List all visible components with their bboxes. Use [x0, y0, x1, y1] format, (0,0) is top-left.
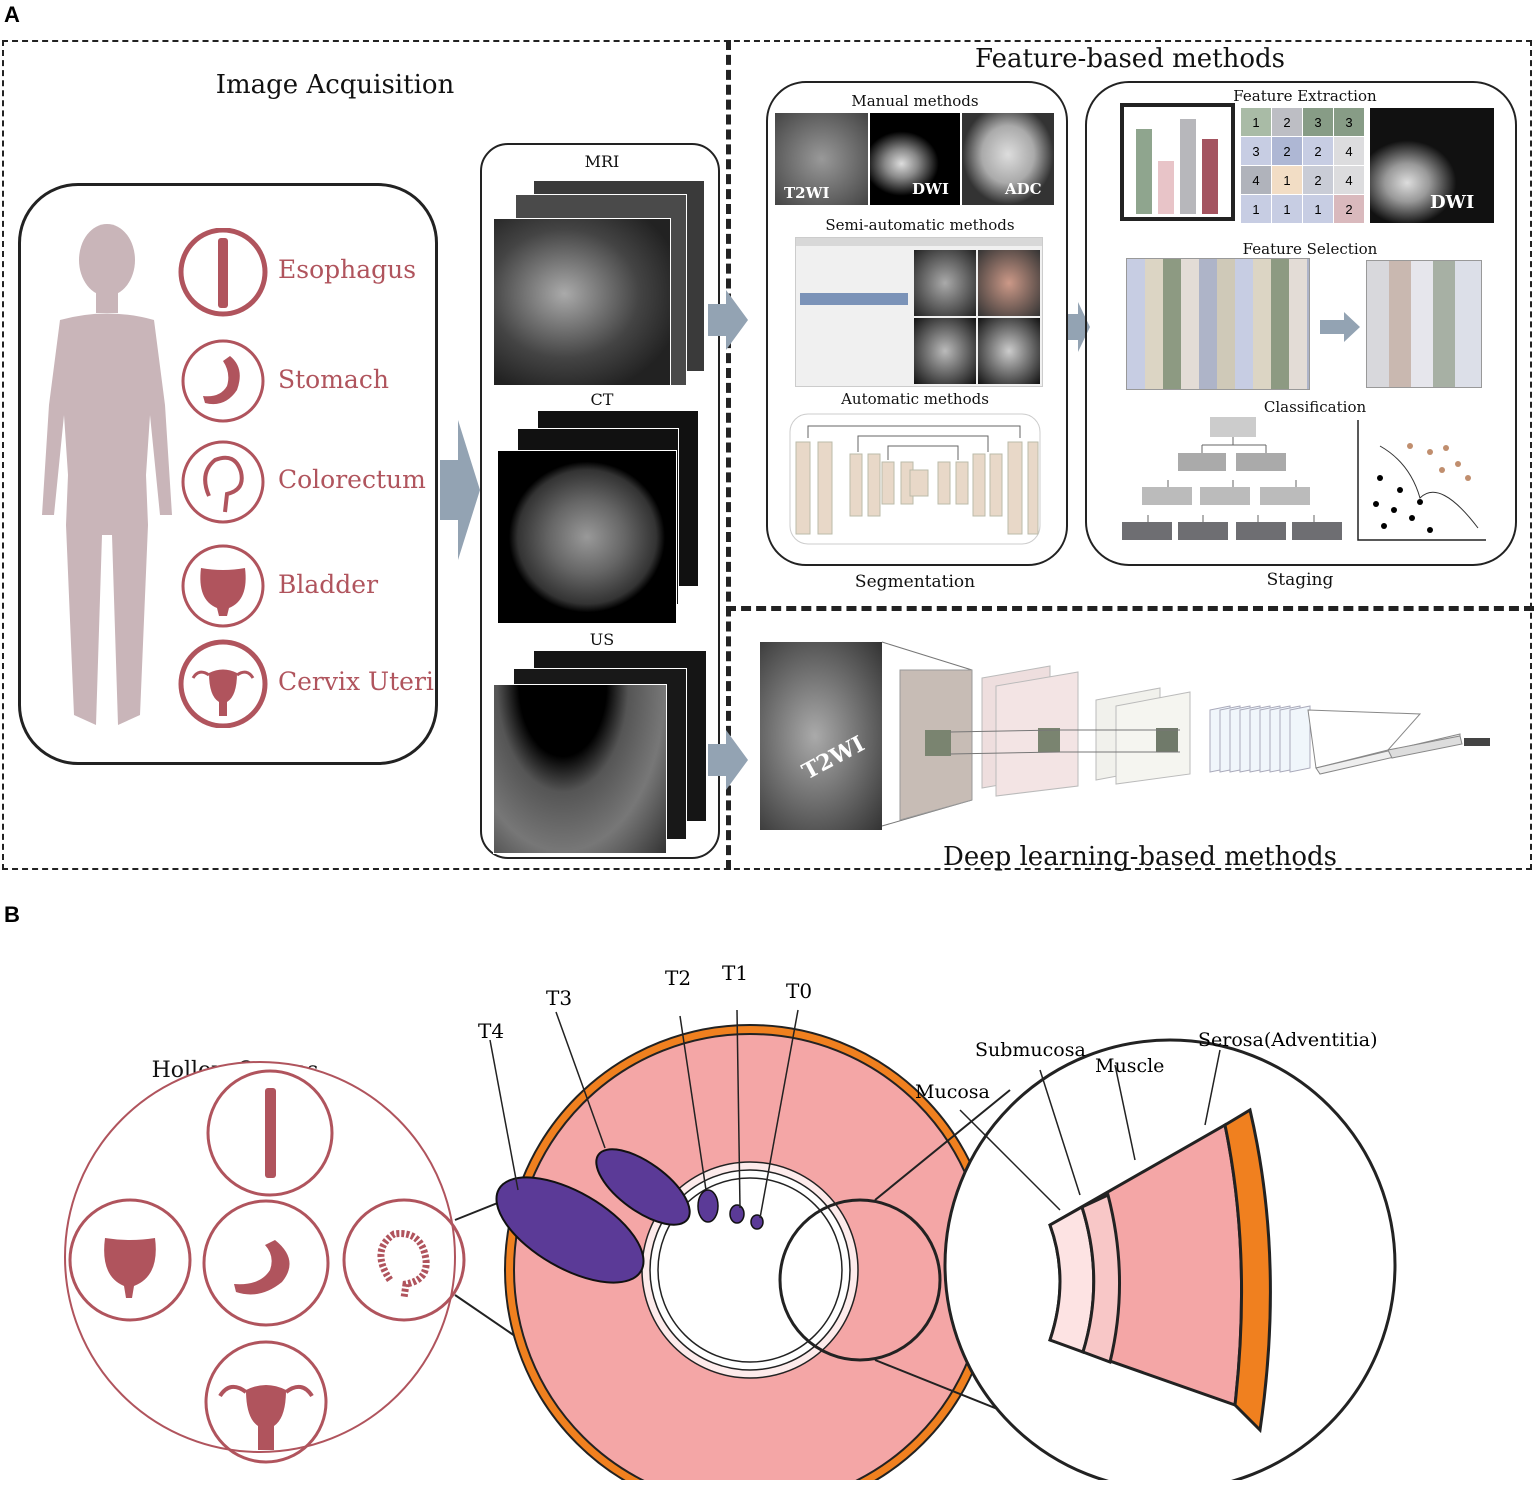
matrix-cell: 1 [1272, 166, 1302, 194]
arrow-icon [440, 420, 480, 560]
image-label-adc: ADC [1005, 180, 1042, 198]
image-label-t2wi: T2WI [784, 184, 830, 202]
acquisition-title: Image Acquisition [215, 70, 455, 100]
unet-diagram [789, 413, 1041, 545]
arrow-icon [1320, 312, 1360, 342]
colorectum-icon [181, 440, 265, 524]
classification-label: Classification [1263, 398, 1367, 416]
stage-label-t3: T3 [546, 986, 572, 1010]
layer-label-serosa: Serosa(Adventitia) [1198, 1029, 1378, 1051]
organ-label-colorectum: Colorectum [278, 465, 426, 494]
us-image-stack [493, 650, 711, 855]
stage-label-t0: T0 [786, 979, 812, 1003]
modality-box [480, 143, 720, 859]
feature-extraction-label: Feature Extraction [1233, 87, 1377, 105]
panel-a-letter: A [4, 2, 20, 27]
panel-a-frame [2, 40, 1532, 870]
human-silhouette-icon [42, 224, 172, 725]
matrix-cell: 4 [1241, 166, 1271, 194]
esophagus-icon [178, 228, 268, 317]
matrix-cell: 3 [1303, 108, 1333, 136]
automatic-methods-label: Automatic methods [841, 390, 989, 408]
feature-title: Feature-based methods [975, 44, 1285, 74]
manual-image-dwi [870, 113, 960, 205]
arrow-icon [708, 290, 748, 350]
feature-matrix: 1 2 3 3 3 2 2 4 4 1 2 4 1 1 1 2 [1241, 108, 1365, 223]
matrix-cell: 2 [1303, 137, 1333, 165]
segmentation-caption: Segmentation [854, 572, 976, 592]
matrix-cell: 2 [1303, 166, 1333, 194]
semi-auto-methods-label: Semi-automatic methods [825, 216, 1015, 234]
manual-image-adc [962, 113, 1054, 205]
segmentation-box [766, 81, 1068, 566]
matrix-cell: 3 [1241, 137, 1271, 165]
uterus-icon [178, 639, 268, 728]
dwi-image [1370, 108, 1494, 223]
panel-b-letter: B [4, 902, 20, 927]
dwi-label: DWI [1430, 192, 1475, 213]
deep-input-image [760, 642, 882, 830]
bladder-icon [181, 544, 265, 628]
mri-image-stack [493, 180, 713, 390]
manual-image-t2wi [775, 113, 868, 205]
matrix-cell: 2 [1272, 108, 1302, 136]
panel-b-diagram: T4 T3 T2 T1 T0 Mucosa Submucosa Muscle S… [64, 961, 1397, 1480]
stage-label-t4: T4 [478, 1019, 504, 1043]
matrix-cell: 1 [1272, 195, 1302, 223]
organ-label-cervix-uteri: Cervix Uteri [278, 667, 434, 696]
matrix-cell: 4 [1334, 137, 1364, 165]
organ-label-stomach: Stomach [278, 365, 389, 394]
organ-label-esophagus: Esophagus [278, 255, 417, 284]
staging-caption: Staging [1266, 570, 1334, 590]
selection-grid-reduced [1366, 260, 1482, 388]
matrix-cell: 2 [1272, 137, 1302, 165]
matrix-cell: 1 [1241, 108, 1271, 136]
stomach-icon [181, 339, 265, 423]
organ-icons [178, 228, 268, 728]
organ-box [18, 183, 438, 765]
modality-label-us: US [589, 630, 615, 649]
layer-label-muscle: Muscle [1095, 1055, 1164, 1077]
matrix-cell: 1 [1303, 195, 1333, 223]
decision-tree-diagram [1122, 417, 1342, 540]
manual-methods-label: Manual methods [851, 92, 979, 110]
stage-label-t1: T1 [722, 961, 748, 985]
arrow-icon [708, 730, 748, 790]
software-screenshot [795, 237, 1043, 387]
modality-label-mri: MRI [584, 152, 620, 171]
matrix-cell: 2 [1334, 195, 1364, 223]
cnn-architecture-diagram [881, 641, 1490, 827]
arrow-icon [1068, 302, 1090, 352]
ct-image-stack [497, 410, 707, 625]
divider-horizontal [726, 606, 1534, 611]
modality-label-ct: CT [590, 390, 614, 409]
staging-box [1085, 81, 1517, 566]
matrix-cell: 1 [1241, 195, 1271, 223]
scatter-classifier-diagram [1357, 420, 1486, 541]
image-label-dwi: DWI [912, 180, 949, 198]
deep-learning-title: Deep learning-based methods [942, 842, 1338, 872]
stage-label-t2: T2 [665, 966, 691, 990]
matrix-cell: 3 [1334, 108, 1364, 136]
matrix-cell: 4 [1334, 166, 1364, 194]
selection-grid-full [1126, 258, 1310, 390]
organ-label-bladder: Bladder [278, 570, 379, 599]
bar-chart-icon [1120, 103, 1235, 221]
layer-label-submucosa: Submucosa [975, 1039, 1086, 1061]
feature-selection-label: Feature Selection [1242, 240, 1378, 258]
divider-vertical [726, 40, 731, 870]
layer-label-mucosa: Mucosa [915, 1081, 990, 1103]
